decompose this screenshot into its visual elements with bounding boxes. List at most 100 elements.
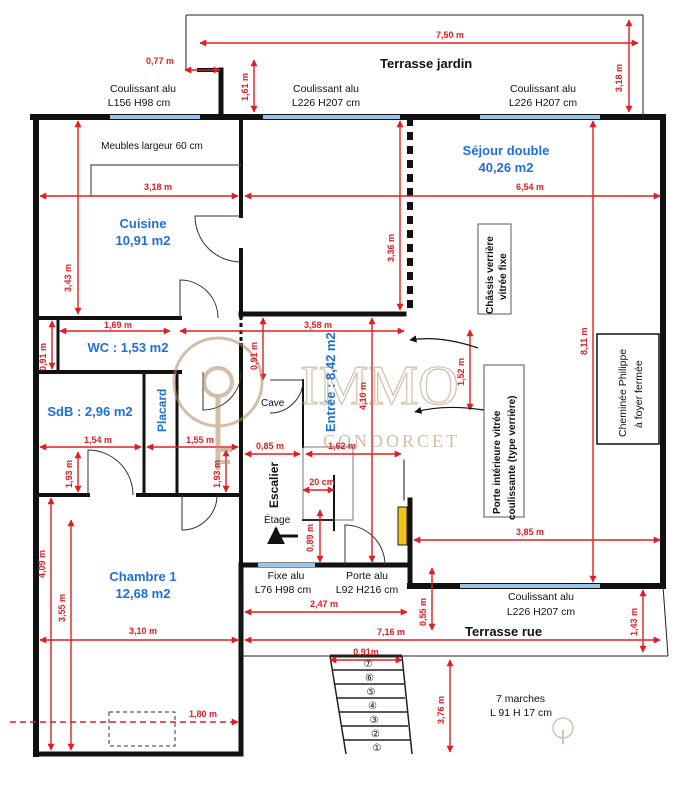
- dim-410: 4,10 m: [358, 382, 368, 410]
- label-coulissant-3: Coulissant alu: [510, 83, 576, 95]
- windows: [110, 115, 600, 588]
- chassis-box: [477, 223, 512, 315]
- interior-stair: [302, 446, 354, 521]
- dim-409: 4,09 m: [37, 550, 47, 578]
- label-coulissant-1: Coulissant alu: [110, 83, 176, 95]
- label-coulissant-1-dim: L156 H98 cm: [108, 97, 171, 109]
- label-porte-dim: L92 H216 cm: [336, 584, 399, 596]
- room-chambre-name: Chambre 1: [109, 569, 176, 584]
- dim-143: 1,43 m: [629, 608, 639, 636]
- dim-155: 1,55 m: [186, 435, 214, 445]
- label-escalier: Escalier: [267, 462, 281, 508]
- dim-161: 1,61 m: [240, 73, 250, 101]
- kitchen-counter: [90, 164, 241, 196]
- dim-193b: 1,93 m: [212, 460, 222, 488]
- door-sdb: [87, 449, 134, 496]
- label-cave: Cave: [261, 398, 285, 409]
- label-coulissant-2-dim: L226 H207 cm: [292, 97, 361, 109]
- dim-193a: 1,93 m: [64, 460, 74, 488]
- room-chambre-area: 12,68 m2: [116, 586, 171, 601]
- stair-step-number: ⑥: [365, 673, 374, 684]
- dim-318v: 3,18 m: [614, 64, 624, 92]
- dim-654: 6,54 m: [516, 182, 544, 192]
- label-coulissant-4-dim: L226 H207 cm: [507, 606, 576, 618]
- label-cheminee-1: Cheminée Philippe: [617, 349, 629, 437]
- dim-091wc: 0,91 m: [38, 343, 48, 371]
- label-coulissant-3-dim: L226 H207 cm: [509, 97, 578, 109]
- door-cuisine: [194, 215, 242, 263]
- dim-343: 3,43 m: [63, 264, 73, 292]
- door-wc: [179, 279, 219, 319]
- stair-side-right: [401, 655, 413, 755]
- dim-750: 7,50 m: [436, 30, 464, 40]
- exterior-stair: [329, 654, 413, 755]
- label-etage: Étage: [264, 513, 291, 526]
- dim-358: 3,58 m: [304, 320, 332, 330]
- label-coulissant-4: Coulissant alu: [508, 591, 574, 603]
- dim-385: 3,85 m: [516, 527, 544, 537]
- dim-154: 1,54 m: [84, 435, 112, 445]
- dim-077: 0,77 m: [146, 56, 174, 66]
- stair-step-number: ③: [370, 715, 379, 726]
- dim-355: 3,55 m: [57, 594, 67, 622]
- watermark-brand: IMMO: [300, 355, 459, 417]
- stair-side-left: [329, 655, 347, 755]
- label-chassis-2: vitrée fixe: [498, 253, 509, 300]
- dim-055: 0,55 m: [418, 598, 428, 626]
- dim-152: 1,52 m: [456, 358, 466, 386]
- door-placard: [202, 371, 242, 411]
- label-terrasse-jardin: Terrasse jardin: [380, 56, 472, 71]
- label-marches-dim: L 91 H 17 cm: [490, 707, 552, 719]
- terrace-outline: [185, 14, 669, 657]
- label-porte: Porte alu: [346, 570, 388, 582]
- label-porte-int-2: coulissante (type verrière): [507, 396, 518, 521]
- dim-811: 8,11 m: [579, 327, 589, 355]
- room-entree: Entrée : 8,42 m2: [323, 332, 338, 432]
- door-entree: [344, 524, 386, 566]
- label-meubles: Meubles largeur 60 cm: [101, 141, 203, 152]
- label-porte-int-1: Porte intérieure vitrée: [492, 410, 503, 514]
- label-coulissant-2: Coulissant alu: [293, 83, 359, 95]
- room-placard: Placard: [155, 389, 169, 432]
- arrow-escalier: [267, 526, 298, 545]
- dim-180: 1,80 m: [189, 709, 217, 719]
- door-cave: [269, 379, 304, 414]
- room-wc: WC : 1,53 m2: [88, 340, 169, 355]
- skylight: [108, 711, 176, 747]
- room-sejour-name: Séjour double: [463, 143, 550, 158]
- arrow-chassis: [409, 335, 479, 349]
- terrace-rue-right: [662, 585, 669, 657]
- room-cuisine-area: 10,91 m2: [116, 233, 171, 248]
- stair-step-number: ①: [373, 743, 382, 754]
- radiator: [397, 506, 408, 546]
- dim-020: 20 cm: [309, 477, 335, 487]
- room-cuisine-name: Cuisine: [120, 216, 167, 231]
- dim-085: 0,85 m: [256, 441, 284, 451]
- label-cheminee-2: à foyer fermée: [633, 360, 645, 428]
- dim-162: 1,62 m: [328, 441, 356, 451]
- pointer-arrows: [267, 335, 485, 545]
- label-fixe: Fixe alu: [268, 570, 305, 582]
- label-terrasse-rue: Terrasse rue: [465, 624, 542, 639]
- dim-089: 0,89 m: [305, 524, 315, 552]
- dim-091e: 0,91 m: [249, 342, 259, 370]
- porte-int-box: [483, 364, 525, 518]
- dim-716: 7,16 m: [377, 627, 405, 637]
- dim-247: 2,47 m: [310, 599, 338, 609]
- door-chambre: [181, 494, 218, 531]
- dim-336: 3,36 m: [386, 234, 396, 262]
- label-chassis-1: Châssis verrière: [485, 236, 496, 314]
- stair-outline: [302, 446, 354, 521]
- dim-376: 3,76 m: [436, 696, 446, 724]
- stair-step-number: ②: [371, 729, 380, 740]
- dim-169: 1,69 m: [104, 320, 132, 330]
- stair-step-number: ④: [368, 701, 377, 712]
- dim-310: 3,10 m: [129, 626, 157, 636]
- label-fixe-dim: L76 H98 cm: [255, 584, 312, 596]
- dimension-lines: [10, 19, 661, 753]
- watermark-small: [552, 717, 574, 744]
- cheminee-box: [596, 333, 660, 445]
- room-sdb: SdB : 2,96 m2: [47, 404, 132, 419]
